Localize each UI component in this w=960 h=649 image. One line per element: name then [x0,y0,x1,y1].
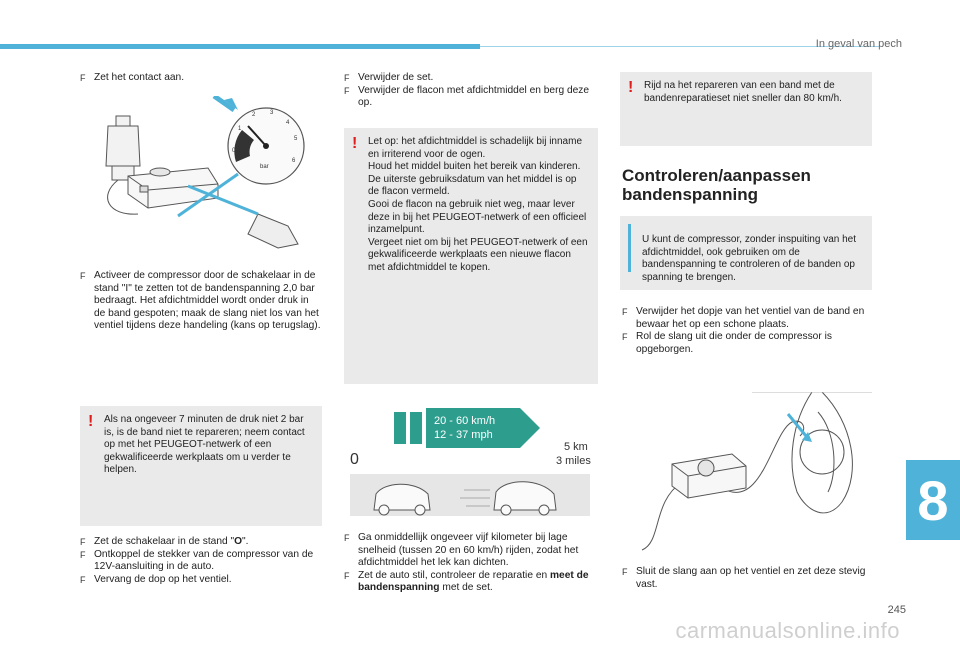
gauge-tick: 6 [292,158,296,164]
info-icon [628,224,631,272]
page-number: 245 [887,604,906,616]
col3-steps-1-2: Verwijder het dopje van het ventiel van … [622,306,874,356]
gauge-tick: 0 [232,148,236,154]
gauge-tick: 4 [286,120,290,126]
col3-warning-box: ! Rijd na het repareren van een band met… [620,72,872,146]
distance-km: 5 km [564,441,588,453]
distance-miles: 3 miles [556,455,591,467]
col1-step1: Zet het contact aan. [80,72,320,85]
chapter-tab: 8 [906,460,960,540]
car-icon [373,483,431,511]
gauge-tick: 1 [238,126,242,132]
col3-step3: Sluit de slang aan op het ventiel en zet… [622,566,874,591]
section-title: Controleren/aanpassen bandenspanning [622,166,811,204]
header-accent-bar [0,44,480,49]
col1-step2: Activeer de compressor door de schakelaa… [80,270,322,333]
arrow-icon [212,96,236,113]
arrow-icon [786,413,808,437]
gauge-tick: 5 [294,136,298,142]
header-rule [480,46,880,47]
compressor-gauge-illustration: 0 1 2 3 4 5 6 bar [105,96,305,249]
start-distance: 0 [350,451,359,468]
warning-icon: ! [628,79,634,96]
gauge-unit: bar [260,164,269,170]
col2-warning-box: ! Let op: het afdichtmiddel is schadelij… [344,128,598,384]
gauge-tick: 3 [270,110,274,116]
speed-mph: 12 - 37 mph [434,429,493,441]
header-title: In geval van pech [815,38,902,50]
col3-info-box: U kunt de compressor, zonder inspuiting … [620,216,872,290]
gauge-tick: 2 [252,112,256,118]
compressor-tire-illustration [641,392,872,551]
drive-speed-illustration: 20 - 60 km/h 12 - 37 mph 0 5 km 3 miles [350,408,591,516]
col2-steps-3-4: Ga onmiddellijk ongeveer vijf kilometer … [344,532,600,595]
warning-icon: ! [88,413,94,430]
col2-steps-1-2: Verwijder de set. Verwijder de flacon me… [344,72,598,110]
watermark: carmanualsonline.info [675,618,900,643]
col1-warning-box: ! Als na ongeveer 7 minuten de druk niet… [80,406,322,526]
warning-icon: ! [352,135,358,152]
car-icon [493,481,557,511]
speed-kmh: 20 - 60 km/h [434,415,495,427]
col1-steps-3-5: Zet de schakelaar in de stand "O". Ontko… [80,536,322,586]
